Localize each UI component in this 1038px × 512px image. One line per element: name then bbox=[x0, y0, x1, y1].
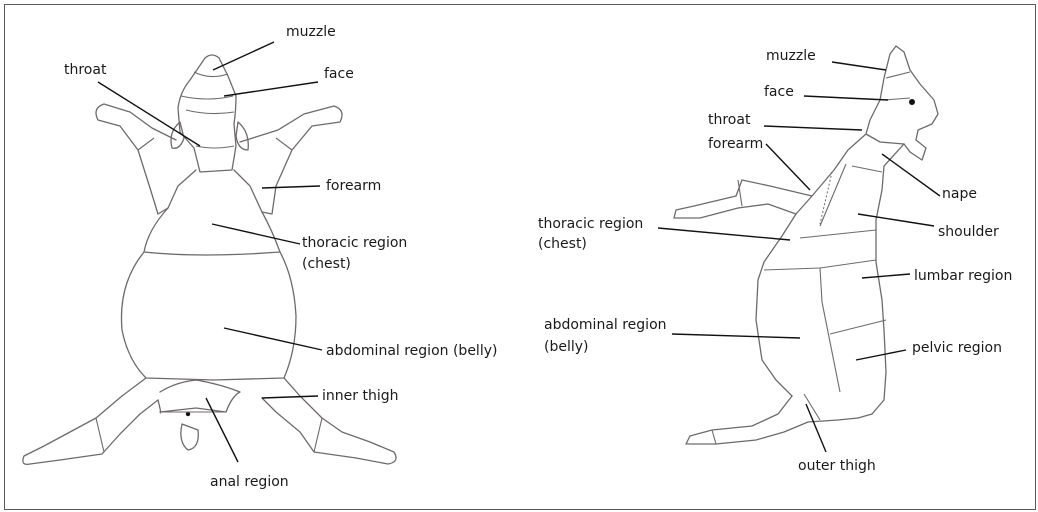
label-ventral-thoracic-2: (chest) bbox=[302, 256, 351, 272]
lateral-shoulder-line bbox=[820, 164, 846, 226]
label-ventral-abdominal: abdominal region (belly) bbox=[326, 343, 497, 359]
leader-lateral-lumbar bbox=[862, 274, 910, 278]
leader-lateral-throat bbox=[764, 126, 862, 130]
lateral-muzzle-line bbox=[886, 72, 910, 78]
lateral-foreleg bbox=[674, 180, 812, 218]
leader-lateral-shoulder bbox=[858, 214, 934, 226]
label-ventral-throat: throat bbox=[64, 62, 107, 78]
ventral-left-leg bbox=[23, 378, 158, 464]
ventral-right-arm bbox=[234, 106, 342, 214]
lateral-hock-line bbox=[712, 430, 716, 444]
leader-lateral-face bbox=[804, 96, 888, 100]
leader-lateral-pelvic bbox=[856, 350, 906, 360]
label-lateral-face: face bbox=[764, 84, 794, 100]
lateral-flank-line bbox=[820, 268, 840, 392]
lateral-front-outline bbox=[756, 134, 866, 396]
leader-ventral-anal bbox=[206, 398, 238, 462]
label-lateral-thoracic-1: thoracic region bbox=[538, 216, 643, 232]
label-lateral-abdominal-1: abdominal region bbox=[544, 317, 667, 333]
ventral-belly-outline bbox=[121, 252, 296, 380]
ventral-right-wrist bbox=[276, 138, 292, 150]
ventral-left-arm bbox=[96, 104, 196, 214]
ventral-left-knee bbox=[96, 418, 104, 452]
label-lateral-muzzle: muzzle bbox=[766, 48, 816, 64]
label-lateral-lumbar: lumbar region bbox=[914, 268, 1012, 284]
label-lateral-abdominal-2: (belly) bbox=[544, 339, 589, 355]
label-lateral-nape: nape bbox=[942, 186, 977, 202]
ventral-tail bbox=[181, 424, 198, 450]
lateral-hindleg bbox=[686, 396, 858, 444]
leader-lateral-thoracic bbox=[658, 228, 790, 240]
lateral-head-outline bbox=[866, 46, 938, 160]
label-lateral-throat: throat bbox=[708, 112, 751, 128]
ventral-chest-outline bbox=[144, 208, 280, 255]
label-ventral-inner-thigh: inner thigh bbox=[322, 388, 398, 404]
label-lateral-forearm: forearm bbox=[708, 136, 763, 152]
ventral-right-ear bbox=[236, 122, 248, 150]
leader-lateral-forearm bbox=[766, 144, 810, 190]
label-ventral-thoracic-1: thoracic region bbox=[302, 235, 407, 251]
label-lateral-outer-thigh: outer thigh bbox=[798, 458, 876, 474]
leader-lateral-outer-thigh bbox=[806, 404, 826, 452]
label-ventral-muzzle: muzzle bbox=[286, 24, 336, 40]
ventral-left-wrist bbox=[138, 138, 154, 150]
lateral-nape-line bbox=[852, 166, 882, 172]
leader-lateral-nape bbox=[882, 154, 940, 196]
ventral-throat-lower-line bbox=[196, 146, 234, 148]
ventral-muzzle-line bbox=[194, 72, 228, 77]
label-ventral-forearm: forearm bbox=[326, 178, 381, 194]
ventral-throat-line bbox=[186, 110, 234, 114]
leader-ventral-inner-thigh bbox=[262, 396, 318, 398]
leader-ventral-muzzle bbox=[213, 42, 274, 70]
label-ventral-anal: anal region bbox=[210, 474, 289, 490]
leader-lateral-muzzle bbox=[832, 62, 886, 70]
lateral-pelvic-line bbox=[830, 320, 886, 334]
ventral-pelvis-outline bbox=[158, 380, 240, 413]
lateral-chest-line bbox=[800, 230, 876, 238]
leader-ventral-thoracic bbox=[212, 224, 300, 244]
leader-lateral-abdominal bbox=[672, 334, 800, 338]
label-lateral-shoulder: shoulder bbox=[938, 224, 999, 240]
label-ventral-face: face bbox=[324, 66, 354, 82]
label-lateral-pelvic: pelvic region bbox=[912, 340, 1002, 356]
lateral-back-outline bbox=[858, 144, 904, 418]
label-lateral-thoracic-2: (chest) bbox=[538, 236, 587, 252]
lateral-thigh-line bbox=[804, 394, 820, 420]
leader-ventral-forearm bbox=[262, 186, 320, 188]
leader-ventral-face bbox=[224, 82, 318, 96]
ventral-right-knee bbox=[314, 418, 322, 452]
leader-ventral-throat bbox=[98, 82, 200, 146]
lateral-view-drawing bbox=[674, 46, 938, 444]
leader-ventral-abdominal bbox=[224, 328, 322, 350]
lateral-eye bbox=[909, 99, 915, 105]
